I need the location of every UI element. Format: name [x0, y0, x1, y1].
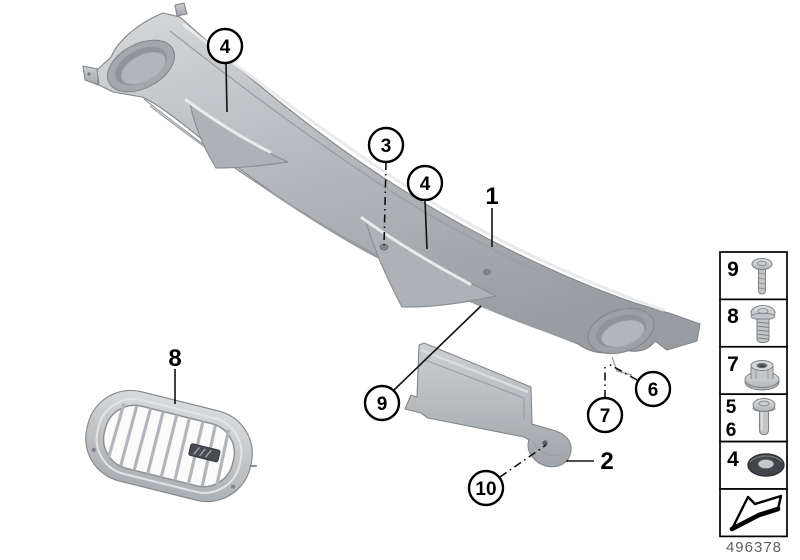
flange-nut-icon [744, 360, 780, 391]
grille-badge [188, 443, 221, 463]
legend-number-9: 9 [727, 258, 739, 281]
cowl-tip-tab [174, 2, 188, 17]
legend-number-7: 7 [727, 353, 739, 376]
svg-text:9: 9 [377, 394, 388, 415]
cowl-panel-body[interactable] [96, 12, 701, 354]
svg-text:6: 6 [648, 380, 659, 401]
callout-9[interactable]: 9 [363, 384, 401, 422]
part-number: 496378 [726, 539, 782, 556]
callout-2[interactable]: 2 [600, 448, 613, 475]
svg-text:8: 8 [168, 345, 181, 372]
bracket-rivet [542, 440, 548, 446]
part-kidney-grille[interactable] [76, 381, 267, 512]
round-head-screw-icon [752, 398, 776, 436]
pan-head-screw-icon [751, 258, 773, 295]
round-head-screw-threaded-icon [750, 305, 776, 344]
svg-text:10: 10 [475, 479, 496, 500]
cowl-hole [483, 268, 491, 275]
part-cowl-panel[interactable] [82, 2, 701, 376]
callout-3[interactable]: 3 [367, 126, 405, 164]
legend-number-6: 6 [726, 420, 737, 441]
callout-7[interactable]: 7 [586, 396, 624, 434]
callout-6[interactable]: 6 [634, 370, 672, 408]
callout-10[interactable]: 10 [467, 469, 505, 507]
legend-item-8[interactable] [719, 298, 788, 348]
cowl-right-cup [587, 307, 655, 355]
callout-4-top[interactable]: 4 [206, 27, 244, 65]
svg-text:7: 7 [600, 406, 611, 427]
svg-text:2: 2 [600, 448, 613, 475]
svg-text:3: 3 [381, 136, 392, 157]
leader-lines [174, 62, 638, 478]
svg-text:4: 4 [220, 37, 231, 58]
legend-sidebar: 9 8 7 5 6 4 [719, 251, 788, 556]
direction-of-travel-arrow-icon [729, 494, 783, 532]
callout-1[interactable]: 1 [485, 183, 498, 210]
callout-4-mid[interactable]: 4 [406, 164, 444, 202]
callout-8[interactable]: 8 [168, 345, 181, 372]
part-bracket[interactable] [404, 342, 572, 468]
cowl-left-flange [82, 65, 99, 86]
svg-text:1: 1 [485, 183, 498, 210]
washer-icon [747, 453, 785, 477]
legend-item-9[interactable] [719, 251, 788, 301]
legend-number-8: 8 [727, 305, 739, 328]
cowl-left-cup [107, 39, 175, 93]
legend-number-5: 5 [726, 397, 737, 418]
legend-number-4: 4 [727, 448, 739, 471]
svg-text:4: 4 [420, 174, 431, 195]
